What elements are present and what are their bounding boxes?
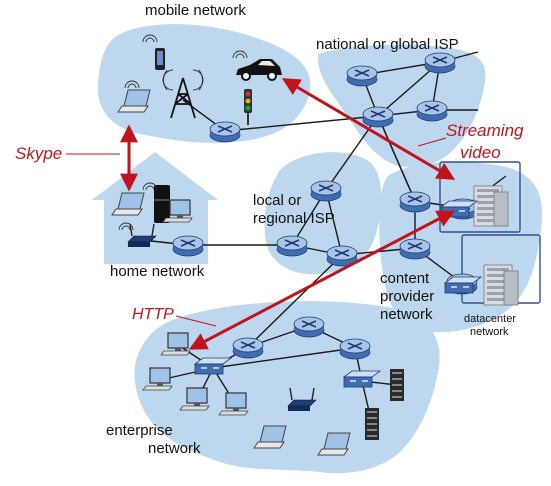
- router-icon: [362, 106, 394, 128]
- server-icon: [390, 369, 404, 401]
- server-icon: [365, 408, 379, 440]
- laptop-icon: [253, 425, 287, 449]
- laptop-icon: [111, 192, 145, 216]
- desktop-icon: [179, 387, 210, 411]
- router-icon: [346, 65, 378, 87]
- content-provider-label-line3: network: [380, 306, 433, 323]
- desktop-icon: [162, 199, 193, 223]
- link-line: [212, 347, 356, 369]
- mobile-network-label: mobile network: [145, 2, 246, 19]
- router-icon: [172, 235, 204, 257]
- traffic-light-icon: [244, 89, 252, 125]
- wireless-signal-icon: [232, 50, 248, 59]
- wireless-signal-icon: [142, 182, 158, 191]
- refrigerator-icon: [154, 185, 170, 223]
- router-icon: [399, 191, 431, 213]
- streaming-label-line2: video: [460, 143, 501, 162]
- http-label: HTTP: [132, 306, 174, 323]
- streaming-arrow: [281, 78, 456, 180]
- router-icon: [310, 180, 342, 202]
- datacenter-icon: [473, 185, 509, 227]
- local-isp-label-line1: local or: [253, 192, 302, 209]
- http-arrow: [188, 210, 456, 350]
- car-icon: [236, 59, 282, 81]
- enterprise-label-line1: enterprise: [106, 422, 173, 439]
- home-network-label: home network: [110, 263, 205, 280]
- router-icon: [209, 121, 241, 143]
- mobile-network-cloud: [97, 24, 311, 143]
- router-icon: [232, 337, 264, 359]
- datacenter-icon: [483, 264, 519, 306]
- laptop-icon: [317, 432, 351, 456]
- annotation-leaders: [66, 137, 447, 327]
- content-provider-label-line2: provider: [380, 288, 435, 305]
- streaming-label-line1: Streaming: [446, 121, 524, 140]
- local-isp-label-line2: regional ISP: [253, 210, 335, 227]
- datacenter-label-line2: network: [470, 326, 509, 338]
- content-provider-label-line1: content: [380, 270, 430, 287]
- wifi-router-icon: [287, 387, 317, 411]
- laptop-icon: [117, 89, 151, 113]
- desktop-icon: [160, 332, 191, 356]
- router-icon: [424, 52, 456, 74]
- switch-icon: [193, 357, 233, 375]
- wireless-signal-icon: [118, 222, 134, 231]
- app-arrows: [120, 78, 456, 350]
- enterprise-label-line2: network: [148, 440, 201, 457]
- wireless-signal-icon: [124, 80, 140, 89]
- router-icon: [399, 238, 431, 260]
- cell-tower-icon: [162, 69, 204, 119]
- desktop-icon: [142, 367, 173, 391]
- skype-label: Skype: [15, 144, 63, 163]
- smartphone-icon: [155, 48, 165, 70]
- router-icon: [293, 316, 325, 338]
- wifi-router-icon: [127, 223, 157, 247]
- router-icon: [416, 100, 448, 122]
- switch-icon: [342, 370, 382, 388]
- national-isp-label: national or global ISP: [316, 36, 459, 53]
- desktop-icon: [218, 392, 249, 416]
- router-icon: [276, 235, 308, 257]
- wireless-signal-icon: [142, 34, 158, 43]
- router-icon: [339, 338, 371, 360]
- datacenter-label-line1: datacenter: [464, 313, 516, 325]
